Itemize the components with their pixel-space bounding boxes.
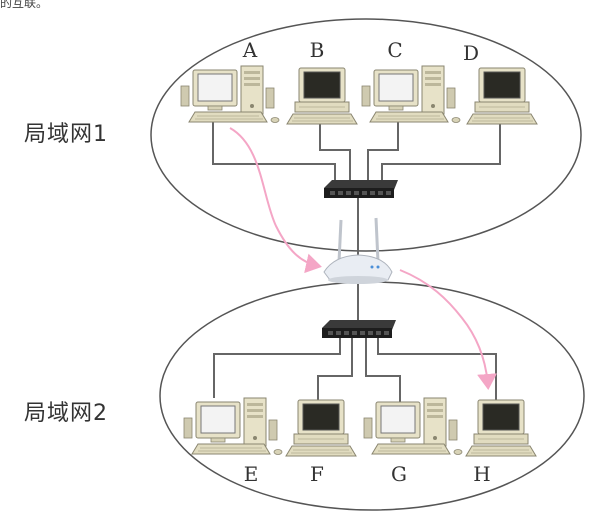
lan2-label: 局域网2 — [24, 401, 108, 426]
data-path-arrow-router-to-h — [399, 269, 498, 390]
computer-h-icon — [465, 399, 537, 457]
data-path-arrow-a-to-router — [229, 127, 322, 274]
computer-label-g: G — [391, 462, 407, 486]
computer-g-icon — [363, 397, 463, 455]
computer-c-icon — [361, 65, 461, 123]
lan1-boundary — [150, 18, 582, 252]
computer-label-d: D — [462, 41, 480, 65]
lan1-cables — [212, 118, 501, 260]
lan1-label: 局域网1 — [24, 122, 108, 147]
lan2-switch-icon — [322, 320, 396, 338]
computer-label-a: A — [242, 38, 258, 62]
cropped-header-text: 的互联。 — [0, 0, 49, 10]
computer-a-icon — [180, 65, 280, 123]
router-icon — [323, 217, 393, 284]
computer-label-f: F — [310, 462, 324, 486]
lan1-switch-icon — [324, 180, 398, 198]
lan2-boundary — [159, 281, 585, 511]
computer-f-icon — [285, 399, 357, 457]
computer-d-icon — [466, 67, 538, 125]
computer-e-icon — [183, 397, 283, 455]
computer-label-h: H — [473, 462, 491, 486]
computer-b-icon — [286, 67, 358, 125]
computer-label-b: B — [309, 38, 325, 62]
computer-label-c: C — [387, 38, 403, 62]
computer-label-e: E — [243, 462, 259, 486]
